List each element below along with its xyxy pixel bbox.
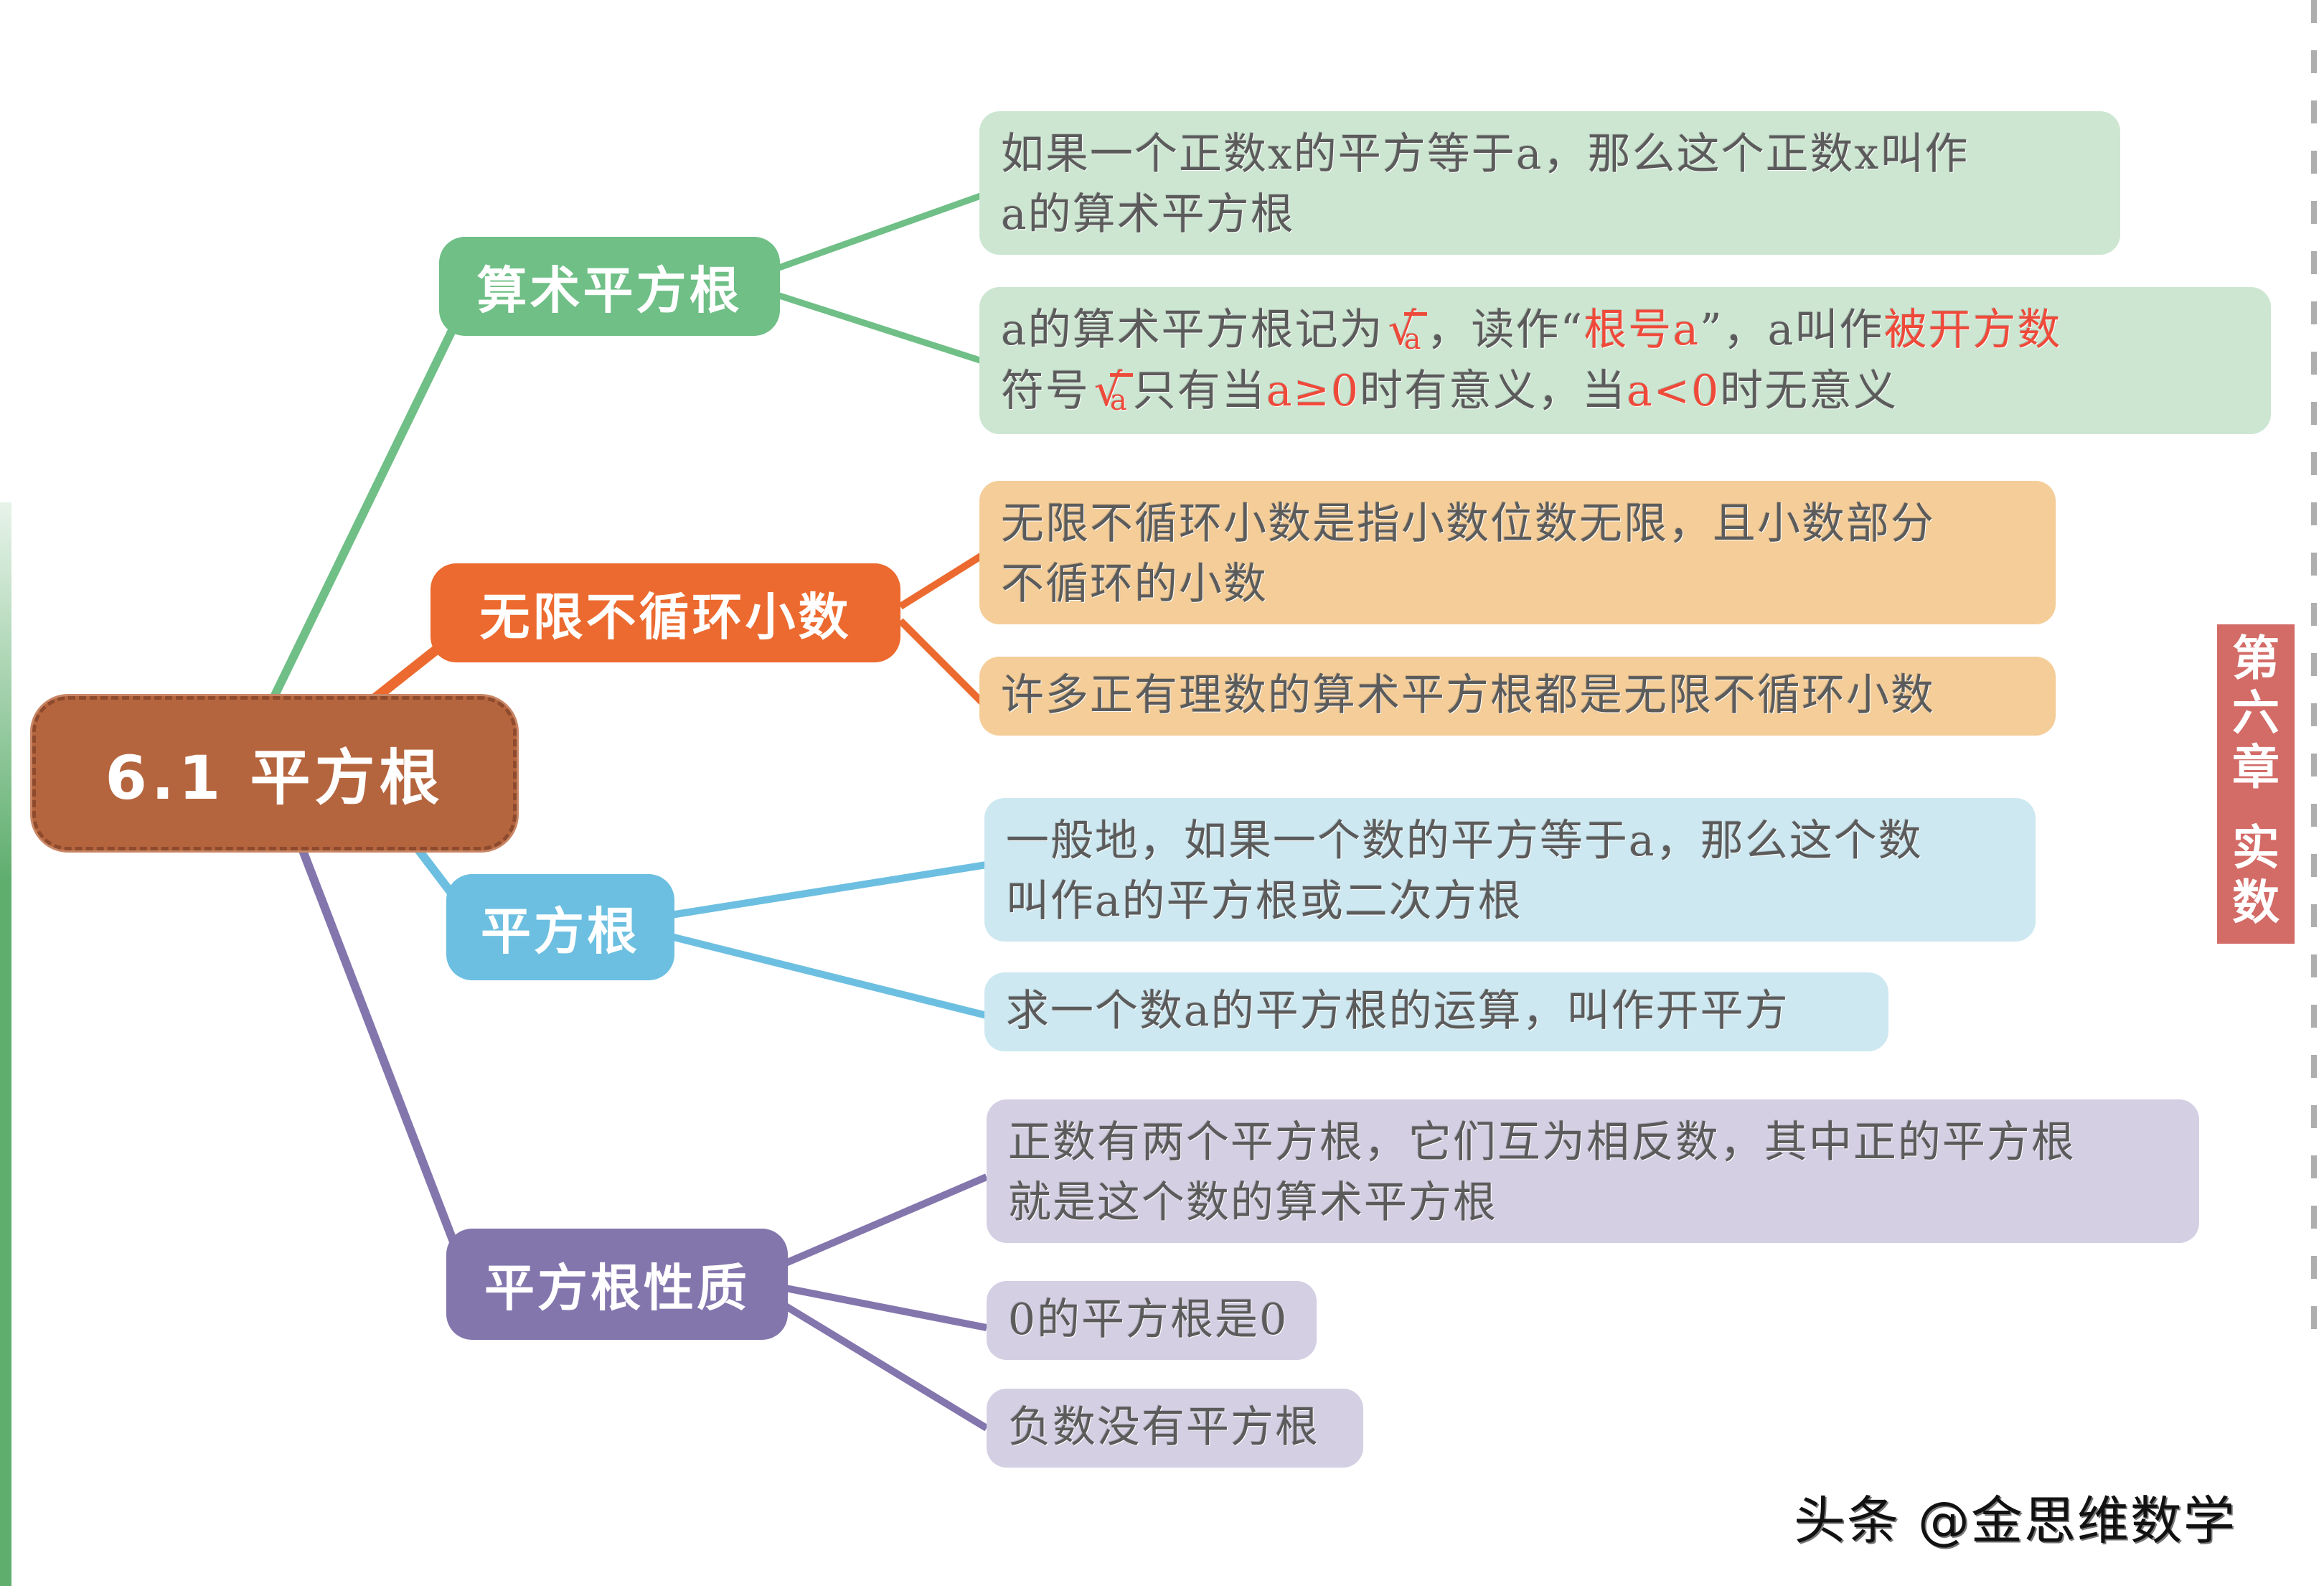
leaf-positive-two-roots: 正数有两个平方根，它们互为相反数，其中正的平方根 就是这个数的算术平方根 (987, 1099, 2199, 1243)
leaf-text-line: a的算术平方根 (1001, 189, 1295, 240)
leaf-arithmetic-root-definition: 如果一个正数x的平方等于a，那么这个正数x叫作 a的算术平方根 (979, 111, 2120, 255)
leaf-text-line: 0的平方根是0 (1008, 1295, 1289, 1345)
branch-label: 无限不循环小数 (479, 587, 852, 647)
leaf-text-line: 叫作a的平方根或二次方根 (1006, 876, 1523, 926)
leaf-text-line: 正数有两个平方根，它们互为相反数，其中正的平方根 (1008, 1117, 2076, 1168)
branch-label: 算术平方根 (476, 261, 743, 320)
sqrt-symbol-icon: √a (1388, 307, 1427, 361)
watermark: 头条 @金思维数学 (1794, 1491, 2236, 1551)
root-node-square-root: 6.1 平方根 (32, 696, 517, 850)
branch-irrational-decimal: 无限不循环小数 (431, 563, 900, 662)
leaf-square-root-definition: 一般地，如果一个数的平方等于a，那么这个数 叫作a的平方根或二次方根 (984, 798, 2036, 942)
leaf-text-line: 就是这个数的算术平方根 (1008, 1178, 1497, 1228)
leaf-text-line: 许多正有理数的算术平方根都是无限不循环小数 (1001, 670, 1935, 721)
leaf-text-line: 无限不循环小数是指小数位数无限，且小数部分 (1001, 499, 1935, 549)
leaf-irrational-example: 许多正有理数的算术平方根都是无限不循环小数 (979, 657, 2056, 736)
leaf-square-root-operation: 求一个数a的平方根的运算，叫作开平方 (984, 972, 1888, 1051)
leaf-negative-no-root: 负数没有平方根 (987, 1389, 1363, 1468)
leaf-text-line: a的算术平方根记为√a，读作“根号a”，a叫作被开方数 (1001, 300, 2249, 361)
leaf-irrational-definition: 无限不循环小数是指小数位数无限，且小数部分 不循环的小数 (979, 481, 2056, 624)
connector-root-green (268, 314, 464, 702)
sqrt-symbol-icon: √a (1094, 368, 1133, 422)
leaf-text-line: 不循环的小数 (1001, 559, 1268, 609)
leaf-zero-root: 0的平方根是0 (987, 1281, 1317, 1360)
leaf-text-line: 一般地，如果一个数的平方等于a，那么这个数 (1006, 816, 1923, 866)
chapter-tab: 第 六 章 实 数 (2217, 624, 2295, 944)
branch-square-root: 平方根 (446, 874, 674, 980)
leaf-text-line: 如果一个正数x的平方等于a，那么这个正数x叫作 (1001, 129, 1970, 179)
connector-root-purple (297, 845, 474, 1287)
page-dashed-cut-line (2311, 0, 2317, 1349)
leaf-text-line: 负数没有平方根 (1008, 1402, 1319, 1453)
branch-arithmetic-square-root: 算术平方根 (439, 237, 780, 336)
branch-label: 平方根性质 (484, 1259, 750, 1318)
highlight-text: a≥0 (1266, 366, 1360, 416)
highlight-text: a<0 (1627, 366, 1721, 416)
page-edge-green-strip (0, 502, 11, 1586)
branch-label: 平方根 (481, 901, 640, 961)
highlight-text: 被开方数 (1883, 305, 2062, 355)
leaf-text-line: 求一个数a的平方根的运算，叫作开平方 (1006, 986, 1789, 1036)
highlight-text: 根号a (1584, 305, 1700, 355)
root-node-label: 6.1 平方根 (105, 743, 444, 813)
branch-square-root-properties: 平方根性质 (446, 1229, 788, 1340)
